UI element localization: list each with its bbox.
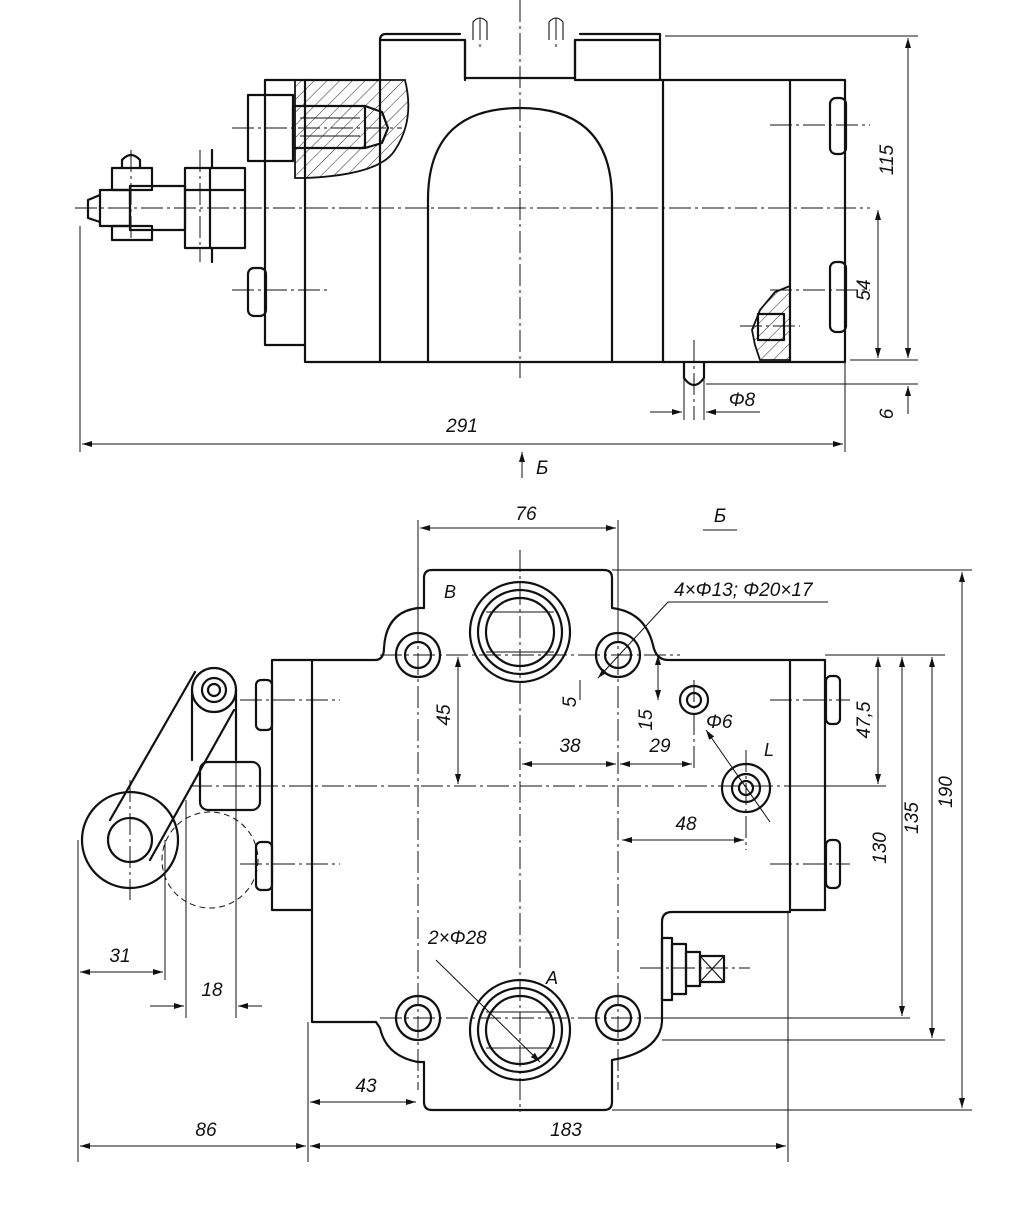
bottom-right-plug [660,936,726,1002]
dim-130-label: 130 [870,832,891,864]
ports-note: 2×Φ28 [427,928,487,949]
view-arrow-label: Б [536,458,548,479]
dim-115-label: 115 [877,144,898,175]
dim-135-label: 135 [902,802,923,834]
dim-18-label: 18 [201,980,223,1001]
bottom-lever [80,666,259,909]
top-bolt-tip [363,104,390,150]
dim-47-5-label: 47,5 [854,701,875,738]
dim-48-label: 48 [675,814,697,835]
holes-note: 4×Φ13; Φ20×17 [674,580,814,601]
top-view: 291 115 54 6 Φ8 Б [75,0,918,479]
bottom-right-plate [788,658,827,912]
dim-190-label: 190 [936,776,957,808]
phi6-leader [705,729,771,823]
dim-291-label: 291 [445,416,478,437]
dim-31-label: 31 [109,946,130,967]
top-right-plug [756,312,786,342]
dim-45-label: 45 [434,704,455,726]
bottom-view-title: Б [714,506,726,527]
dim-43-label: 43 [355,1076,377,1097]
dim-phi8-label: Φ8 [729,390,756,411]
dim-86-label: 86 [195,1120,217,1141]
port-b-label: B [444,582,456,602]
phi6-label: Φ6 [706,712,733,733]
top-right-bolt-lower [828,260,848,334]
dim-6-label: 6 [877,408,898,419]
bottom-left-plate [270,658,314,912]
dim-29-label: 29 [648,736,671,757]
dim-54-label: 54 [854,279,875,300]
top-lever-mechanism [86,148,247,264]
dim-5-label: 5 [560,696,581,707]
top-left-bolt-lower [246,266,268,318]
bottom-left-bolt-2 [254,840,274,892]
bottom-left-bolt-1 [254,678,274,732]
bottom-view: Б [77,504,972,1162]
dim-183-label: 183 [550,1120,582,1141]
top-section-hatch [294,79,410,179]
bottom-body-outline [310,568,792,1112]
top-left-plate [263,78,307,347]
holes-note-leader [597,601,669,679]
port-a-label: A [545,968,558,988]
dim-76-label: 76 [515,504,537,525]
top-right-bolt-upper [828,96,848,156]
ports-note-leader [435,959,541,1063]
top-right-section [751,284,791,361]
top-bolt-shank [291,104,367,150]
port-l-label: L [764,740,774,760]
dim-38-label: 38 [559,736,581,757]
dim-15-label: 15 [636,709,657,731]
